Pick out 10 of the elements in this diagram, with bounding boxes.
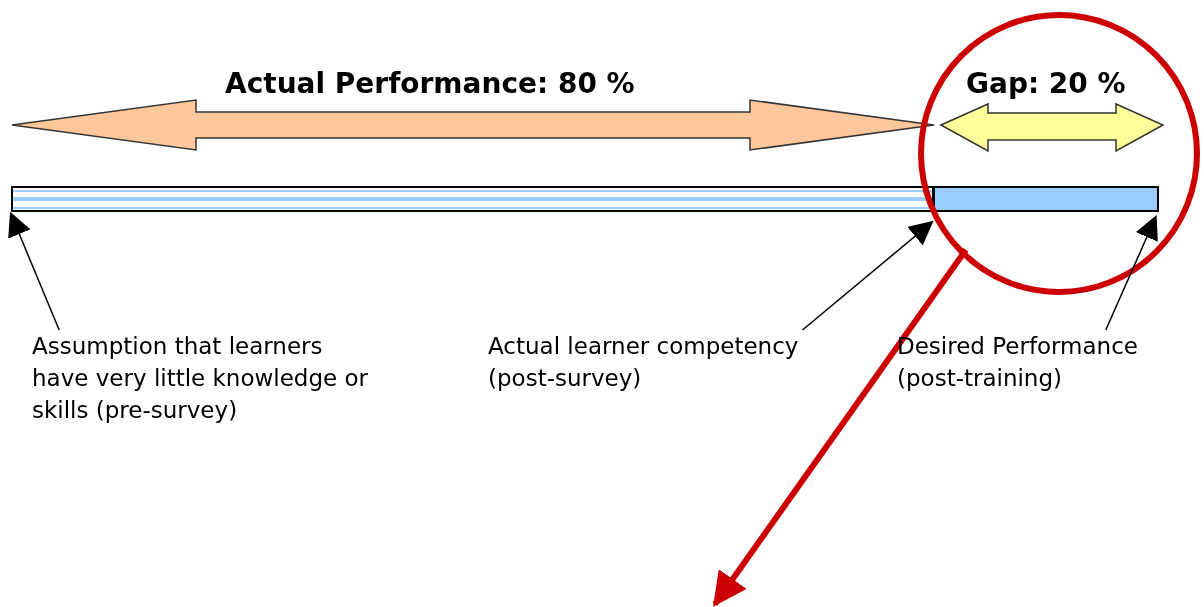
arrow	[712, 248, 969, 607]
measure-label: Gap: 20 %	[966, 66, 1126, 102]
filled-bar-segment	[933, 186, 1159, 212]
annotation-text: Assumption that learners have very little knowledge or skills (pre-survey)	[32, 330, 372, 426]
leader-line	[801, 220, 934, 331]
leader-line	[8, 211, 60, 331]
leader-line	[1105, 215, 1158, 331]
annotation-text: Desired Performance (post-training)	[897, 330, 1189, 394]
measure-label: Actual Performance: 80 %	[225, 66, 635, 102]
annotation-text: Actual learner competency (post-survey)	[488, 330, 858, 394]
